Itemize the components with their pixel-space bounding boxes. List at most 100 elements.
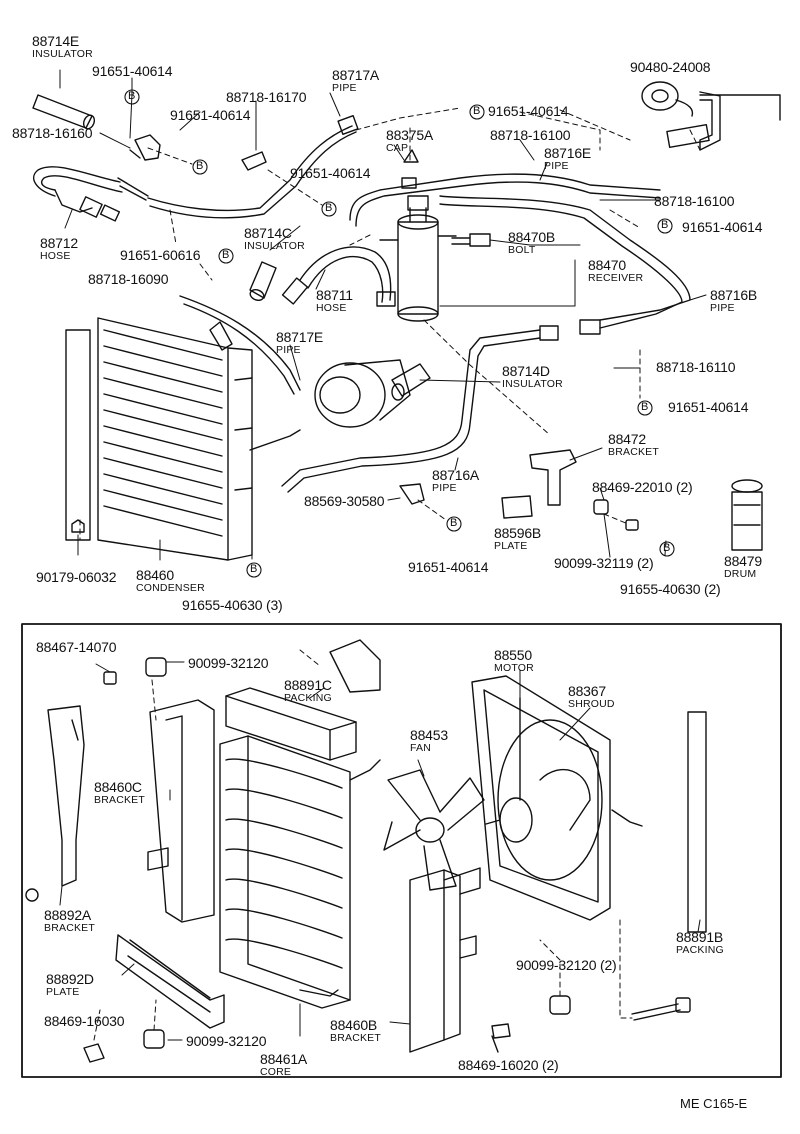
part-number: 88714D xyxy=(502,363,550,379)
plate-88892d-part xyxy=(115,934,225,1029)
label-88716a: 88716A PIPE xyxy=(432,468,479,494)
part-number: 88718-16170 xyxy=(226,89,307,105)
part-name: BRACKET xyxy=(330,1032,381,1044)
part-name: RECEIVER xyxy=(588,272,644,284)
part-number: 91655-40630 (3) xyxy=(182,597,283,613)
part-name: BOLT xyxy=(508,244,536,256)
part-number: 90480-24008 xyxy=(630,59,711,75)
compressor-part xyxy=(314,359,411,428)
cap-part xyxy=(403,149,419,163)
part-name: PIPE xyxy=(544,160,569,172)
part-number: 88469-16030 xyxy=(44,1013,125,1029)
label-88596b: 88596B PLATE xyxy=(494,526,541,552)
lower-section-frame xyxy=(21,623,782,1078)
bolt-marker: B xyxy=(663,542,671,554)
part-name: INSULATOR xyxy=(244,240,305,252)
label-88461a: 88461A CORE xyxy=(260,1052,307,1078)
packing-88891b-part xyxy=(687,711,707,933)
label-88469-22010: 88469-22010 (2) xyxy=(592,480,693,494)
label-88717e: 88717E PIPE xyxy=(276,330,323,356)
part-name: FAN xyxy=(410,742,432,754)
part-name: INSULATOR xyxy=(32,48,93,60)
label-88469-16020: 88469-16020 (2) xyxy=(458,1058,559,1072)
part-name: BRACKET xyxy=(608,446,659,458)
part-number: 88461A xyxy=(260,1051,308,1067)
label-90480-24008: 90480-24008 xyxy=(630,59,711,75)
core-88461a-part xyxy=(219,735,381,1009)
receiver-88470-part xyxy=(379,195,457,322)
part-name: PLATE xyxy=(46,986,80,998)
pipe-88717a-part xyxy=(147,125,353,212)
part-number: 88460 xyxy=(136,567,174,583)
pipe-88716b-part xyxy=(439,195,691,321)
bolt-marker: B xyxy=(325,202,333,214)
part-number: 90099-32119 (2) xyxy=(554,555,654,571)
part-number: 90099-32120 xyxy=(186,1033,267,1049)
label-88470: 88470 RECEIVER xyxy=(588,258,643,284)
label-91651-40614: 91651-40614 xyxy=(92,64,173,78)
insulator-88714c-part xyxy=(249,261,277,301)
part-number: 88711 xyxy=(316,287,353,303)
b-marker-shapes xyxy=(124,89,675,578)
part-name: CONDENSER xyxy=(136,582,205,594)
label-91651-40614: 91651-40614 xyxy=(170,108,251,122)
part-name: PIPE xyxy=(276,344,301,356)
label-88460b: 88460B BRACKET xyxy=(330,1018,381,1044)
label-88718-16090: 88718-16090 xyxy=(88,271,169,287)
label-88892a: 88892A BRACKET xyxy=(44,908,95,934)
part-number: 90179-06032 xyxy=(36,569,117,585)
figure-code: ME C165-E xyxy=(680,1096,748,1111)
part-number: 88714C xyxy=(244,225,292,241)
part-name: MOTOR xyxy=(494,662,534,674)
part-number: 90099-32120 (2) xyxy=(516,957,617,973)
label-90099-32120: 90099-32120 xyxy=(188,655,269,671)
label-88892d: 88892D PLATE xyxy=(46,972,94,998)
label-90099-32119: 90099-32119 (2) xyxy=(554,556,654,570)
part-name: SHROUD xyxy=(568,698,615,710)
bolt-marker: B xyxy=(473,105,481,117)
part-number: 91651-40614 xyxy=(290,165,371,181)
label-88711: 88711 HOSE xyxy=(316,288,353,314)
part-number: 88716B xyxy=(710,287,758,303)
bracket-88472-part xyxy=(529,449,577,506)
label-88714c: 88714C INSULATOR xyxy=(244,226,305,252)
bracket-88892a-part xyxy=(47,705,85,887)
part-name: HOSE xyxy=(316,302,347,314)
part-number: 88453 xyxy=(410,727,448,743)
part-number: 88375A xyxy=(386,127,434,143)
label-88891b: 88891B PACKING xyxy=(676,930,724,956)
label-88717a: 88717A PIPE xyxy=(332,68,379,94)
part-name: PACKING xyxy=(676,944,724,956)
label-91655-40630-2: 91655-40630 (2) xyxy=(620,582,721,596)
plate-88596b-part xyxy=(501,495,533,519)
label-88718-16160: 88718-16160 xyxy=(12,126,93,140)
part-number: 91651-40614 xyxy=(682,219,763,235)
bracket-top-part xyxy=(329,639,381,693)
pipe-88716a-part xyxy=(281,329,541,487)
part-number: 88717A xyxy=(332,67,380,83)
label-91651-40614: 91651-40614 xyxy=(668,400,749,414)
label-88470b: 88470B BOLT xyxy=(508,230,555,256)
part-number: 90099-32120 xyxy=(188,655,269,671)
part-number: 88470B xyxy=(508,229,556,245)
hose-88712-part xyxy=(33,166,149,222)
label-91655-40630-3: 91655-40630 (3) xyxy=(182,598,283,612)
label-91651-40614: 91651-40614 xyxy=(408,560,489,574)
part-number: 88470 xyxy=(588,257,626,273)
label-88453: 88453 FAN xyxy=(410,728,448,754)
label-88712: 88712 HOSE xyxy=(40,236,78,262)
label-88375a: 88375A CAP xyxy=(386,128,433,154)
label-88718-16170: 88718-16170 xyxy=(226,89,307,105)
motor-88550-part xyxy=(485,697,533,843)
part-number: 88718-16090 xyxy=(88,271,169,287)
label-88716e: 88716E PIPE xyxy=(544,146,591,172)
part-name: BRACKET xyxy=(44,922,95,934)
part-number: 88718-16110 xyxy=(656,359,736,375)
part-name: PACKING xyxy=(284,692,332,704)
part-name: PIPE xyxy=(332,82,357,94)
part-name: INSULATOR xyxy=(502,378,563,390)
shroud-88367-part xyxy=(471,675,611,921)
label-88718-16100: 88718-16100 xyxy=(654,194,735,208)
condenser-88460-part xyxy=(65,317,301,561)
